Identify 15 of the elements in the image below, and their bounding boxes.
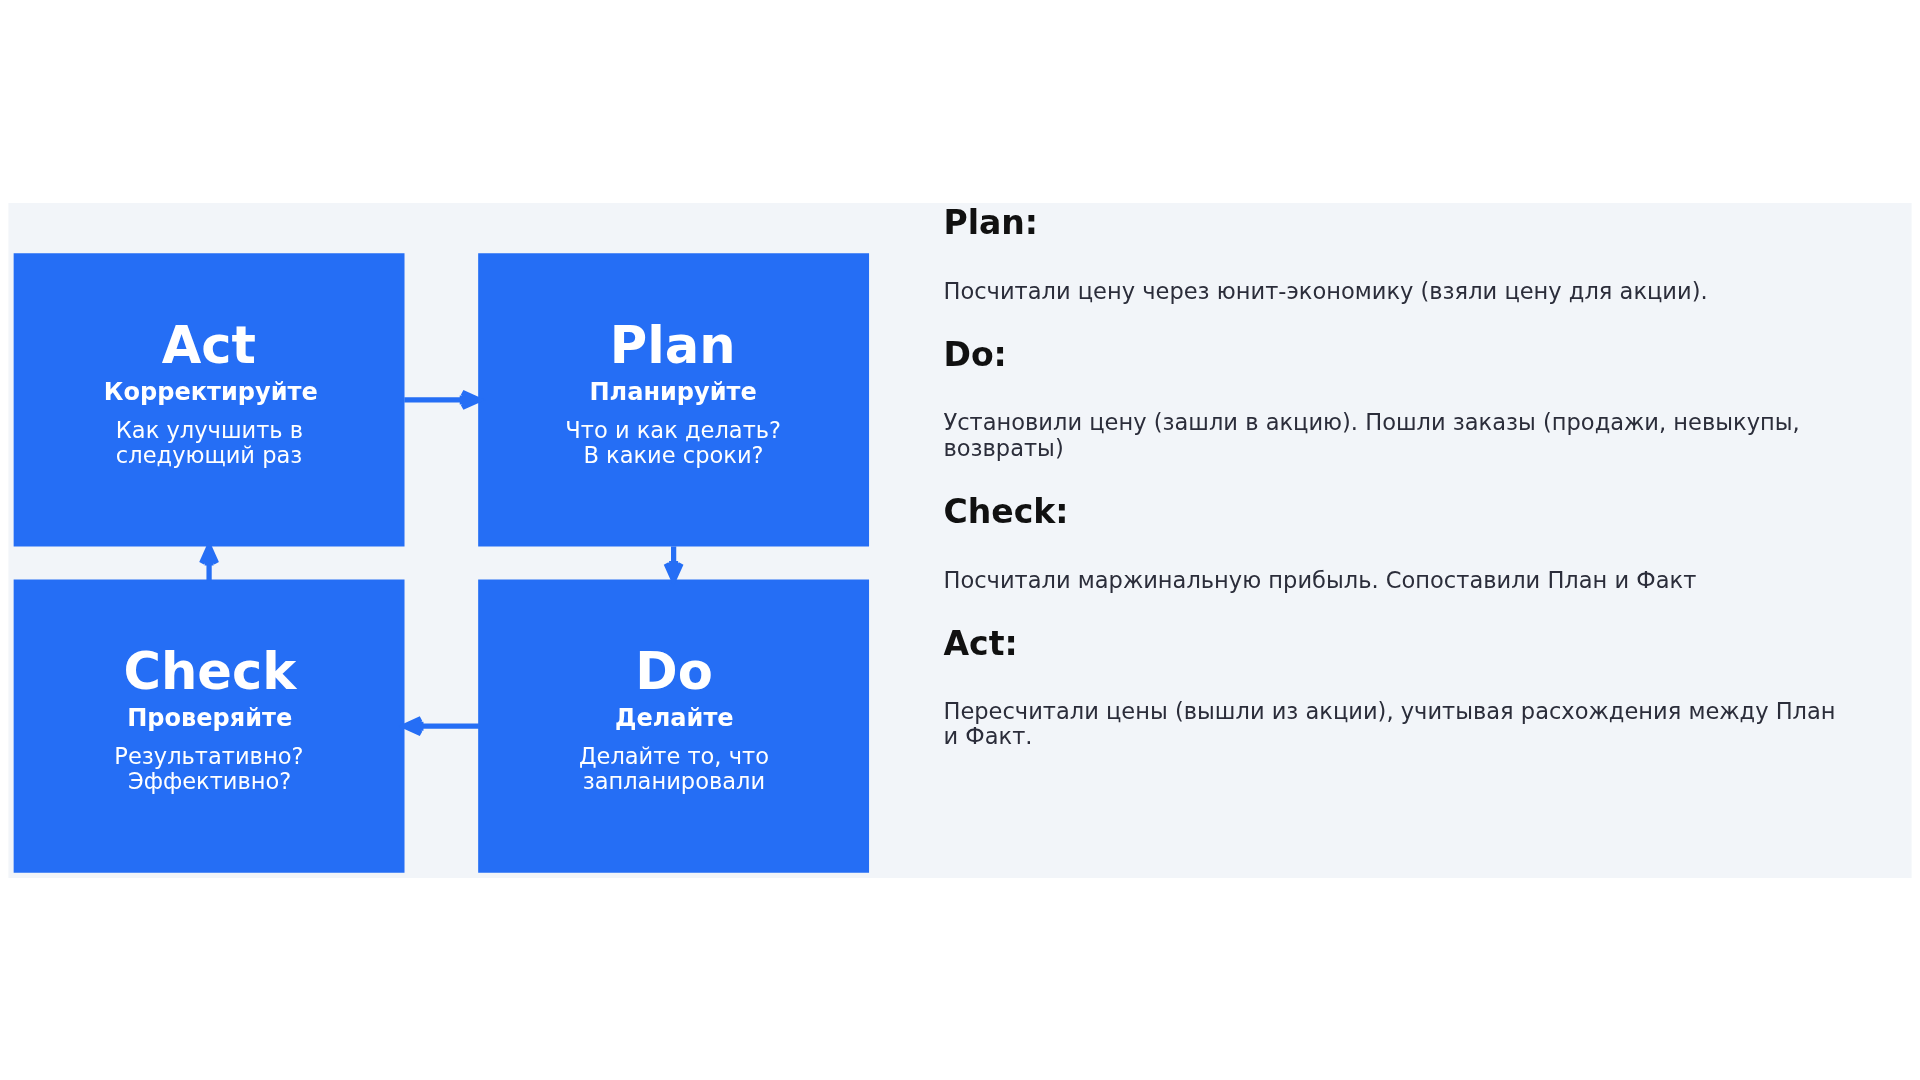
node-box: Act Корректируйте Как улучшить в следующий раз — [13, 252, 405, 546]
label: Act: — [943, 623, 1018, 663]
arrow — [401, 715, 479, 736]
label: Пересчитали цены (вышли из акции), учитывая расхождения между План и Факт. — [943, 697, 1836, 749]
label: Посчитали цену через юнит-экономику (взяли цену для акции). — [943, 277, 1708, 304]
label: Check: — [943, 491, 1069, 531]
label: Установили цену (зашли в акцию). Пошли заказы (продажи, невыкупы, возвраты) — [943, 408, 1800, 461]
label: Посчитали маржинальную прибыль. Сопоставили План и Факт — [943, 566, 1697, 593]
node-box: Plan Планируйте Что и как делать? В какие сроки? — [478, 252, 870, 546]
arrow — [199, 543, 220, 580]
label: Plan: — [943, 202, 1039, 242]
label: Do: — [943, 334, 1007, 374]
node-box: Check Проверяйте Результативно? Эффективно? — [13, 579, 405, 873]
node-box: Do Делайте Делайте то, что запланировали — [478, 579, 870, 873]
arrow — [404, 389, 482, 410]
